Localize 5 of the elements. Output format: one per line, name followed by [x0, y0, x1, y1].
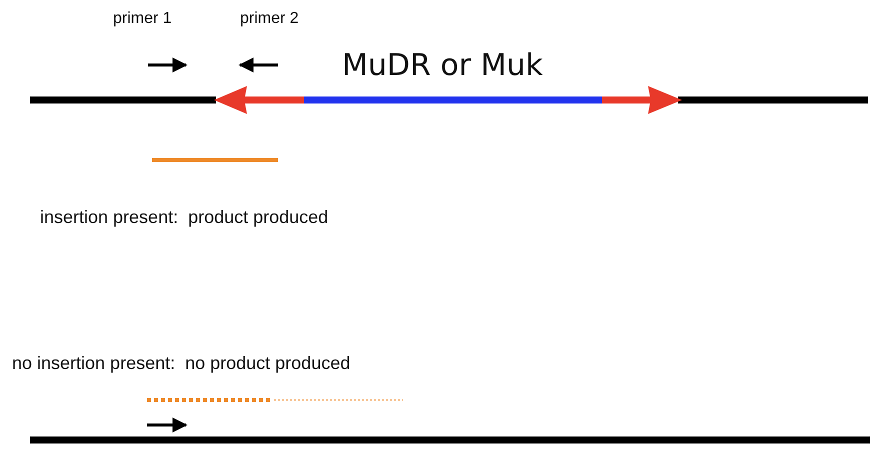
result-note: insertion present: product produced	[40, 206, 328, 228]
element-name: MuDR or Muk	[342, 48, 543, 84]
primer-label: primer 1	[113, 9, 172, 28]
primer-label: primer 2	[240, 9, 299, 28]
result-note: no insertion present: no product produced	[12, 352, 350, 374]
